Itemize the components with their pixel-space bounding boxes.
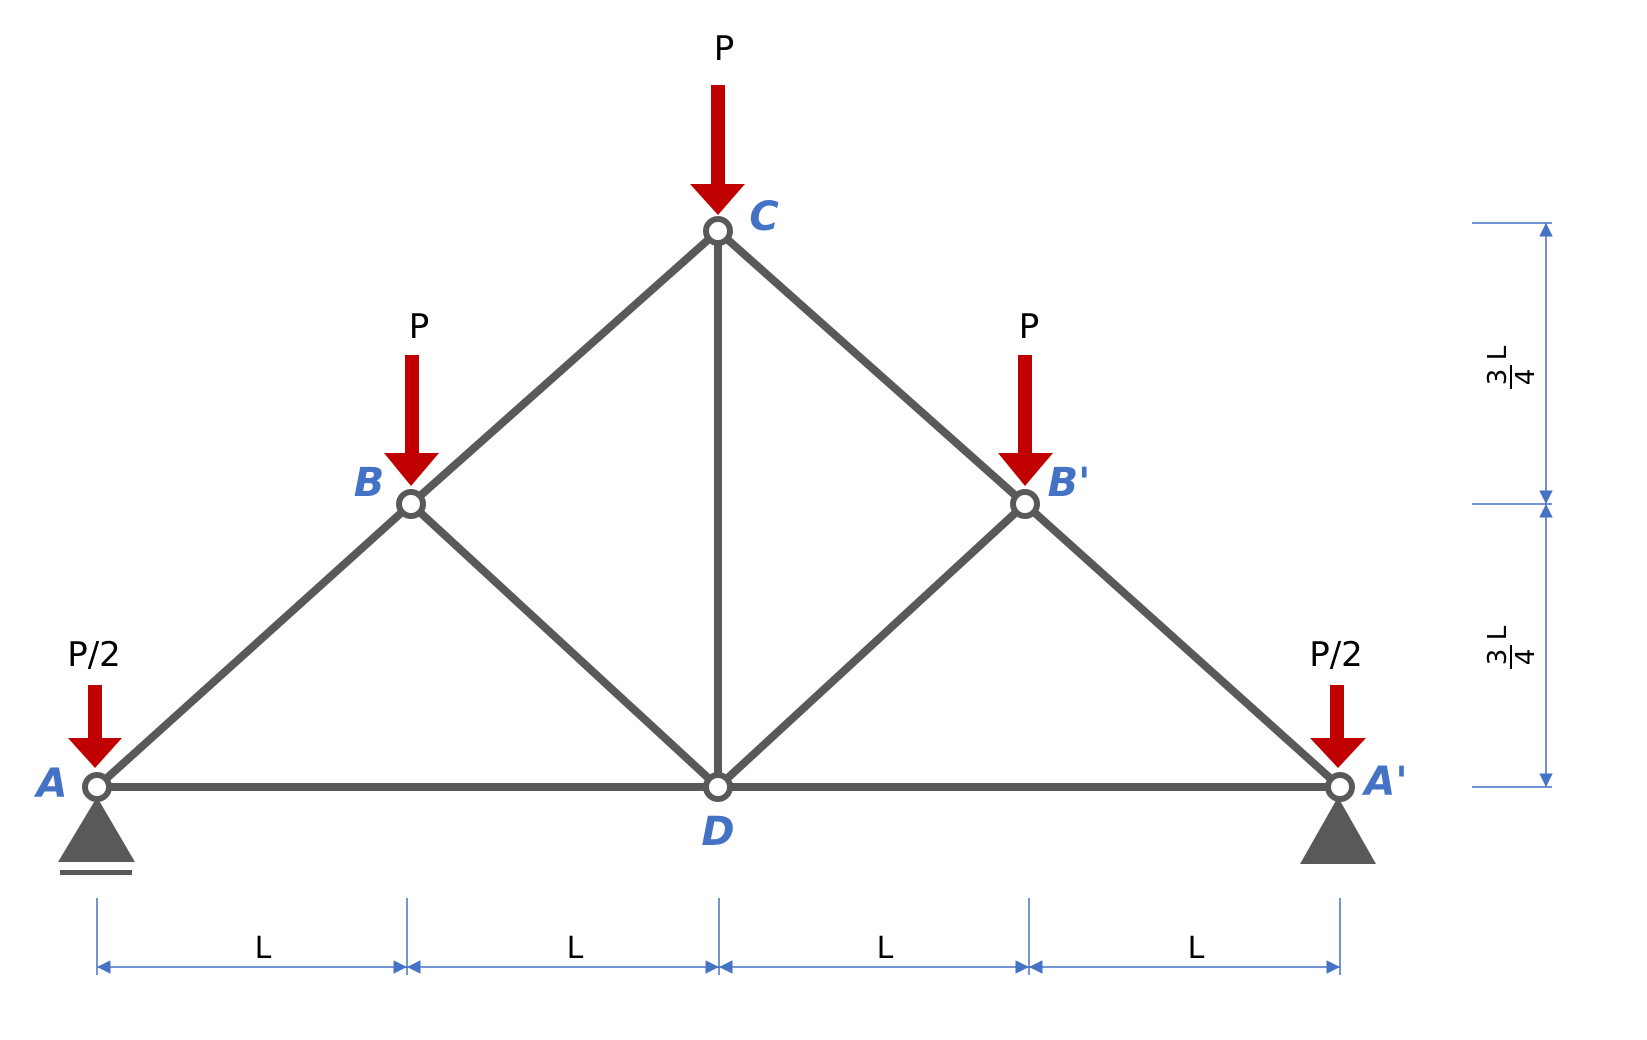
dim-label-4: L bbox=[1188, 931, 1205, 966]
node-label-c: C bbox=[749, 194, 778, 240]
node-label-d: D bbox=[701, 809, 734, 855]
joint-d bbox=[703, 772, 733, 802]
member-b-c bbox=[407, 227, 722, 508]
v-dim-upper-symbol: L bbox=[1483, 345, 1513, 360]
member-c-b-prime bbox=[714, 227, 1029, 508]
joints bbox=[82, 216, 1355, 802]
joint-a bbox=[82, 772, 112, 802]
load-labels: P/2 P P P P/2 bbox=[67, 29, 1363, 675]
v-dim-upper-numerator: 3 bbox=[1483, 369, 1513, 386]
vertical-dimensions bbox=[1472, 222, 1553, 788]
member-a-b bbox=[93, 500, 415, 791]
member-b-d bbox=[407, 500, 722, 791]
v-dim-lower-symbol: L bbox=[1483, 625, 1513, 640]
load-label-b: P bbox=[409, 307, 430, 347]
node-label-b: B bbox=[354, 460, 385, 506]
joint-b bbox=[396, 489, 426, 519]
node-label-b-prime: B' bbox=[1048, 460, 1091, 506]
node-label-a-prime: A' bbox=[1361, 759, 1407, 805]
joint-b-prime bbox=[1010, 489, 1040, 519]
member-b-prime-a-prime bbox=[1021, 500, 1344, 791]
v-dim-label-lower: 3 4 L bbox=[1483, 625, 1541, 669]
horizontal-dimensions bbox=[96, 898, 1341, 975]
load-arrow-b bbox=[384, 355, 439, 486]
load-label-c: P bbox=[714, 29, 735, 69]
pin-support-right bbox=[1300, 797, 1376, 864]
supports bbox=[58, 797, 1376, 875]
v-dim-label-upper: 3 4 L bbox=[1483, 345, 1541, 389]
load-arrow-c bbox=[690, 85, 745, 215]
load-label-b-prime: P bbox=[1019, 307, 1040, 347]
horizontal-dimension-labels: L L L L bbox=[255, 931, 1205, 966]
v-dim-lower-numerator: 3 bbox=[1483, 649, 1513, 666]
joint-c bbox=[703, 216, 733, 246]
load-arrow-a-prime bbox=[1310, 685, 1366, 768]
v-dim-lower-denominator: 4 bbox=[1511, 649, 1541, 666]
load-label-a: P/2 bbox=[67, 635, 121, 675]
dim-label-2: L bbox=[567, 931, 584, 966]
truss-members bbox=[93, 227, 1344, 791]
dim-label-3: L bbox=[877, 931, 894, 966]
node-label-a: A bbox=[34, 761, 68, 807]
roller-support-left bbox=[58, 797, 135, 862]
load-arrows bbox=[68, 85, 1366, 768]
dim-label-1: L bbox=[255, 931, 272, 966]
member-b-prime-d bbox=[714, 500, 1029, 791]
node-labels: A B C B' A' D bbox=[34, 194, 1408, 855]
joint-a-prime bbox=[1325, 772, 1355, 802]
roller-base-line bbox=[60, 870, 132, 875]
load-arrow-a bbox=[68, 685, 122, 768]
load-arrow-b-prime bbox=[998, 355, 1053, 486]
load-label-a-prime: P/2 bbox=[1309, 635, 1363, 675]
v-dim-upper-denominator: 4 bbox=[1511, 369, 1541, 386]
